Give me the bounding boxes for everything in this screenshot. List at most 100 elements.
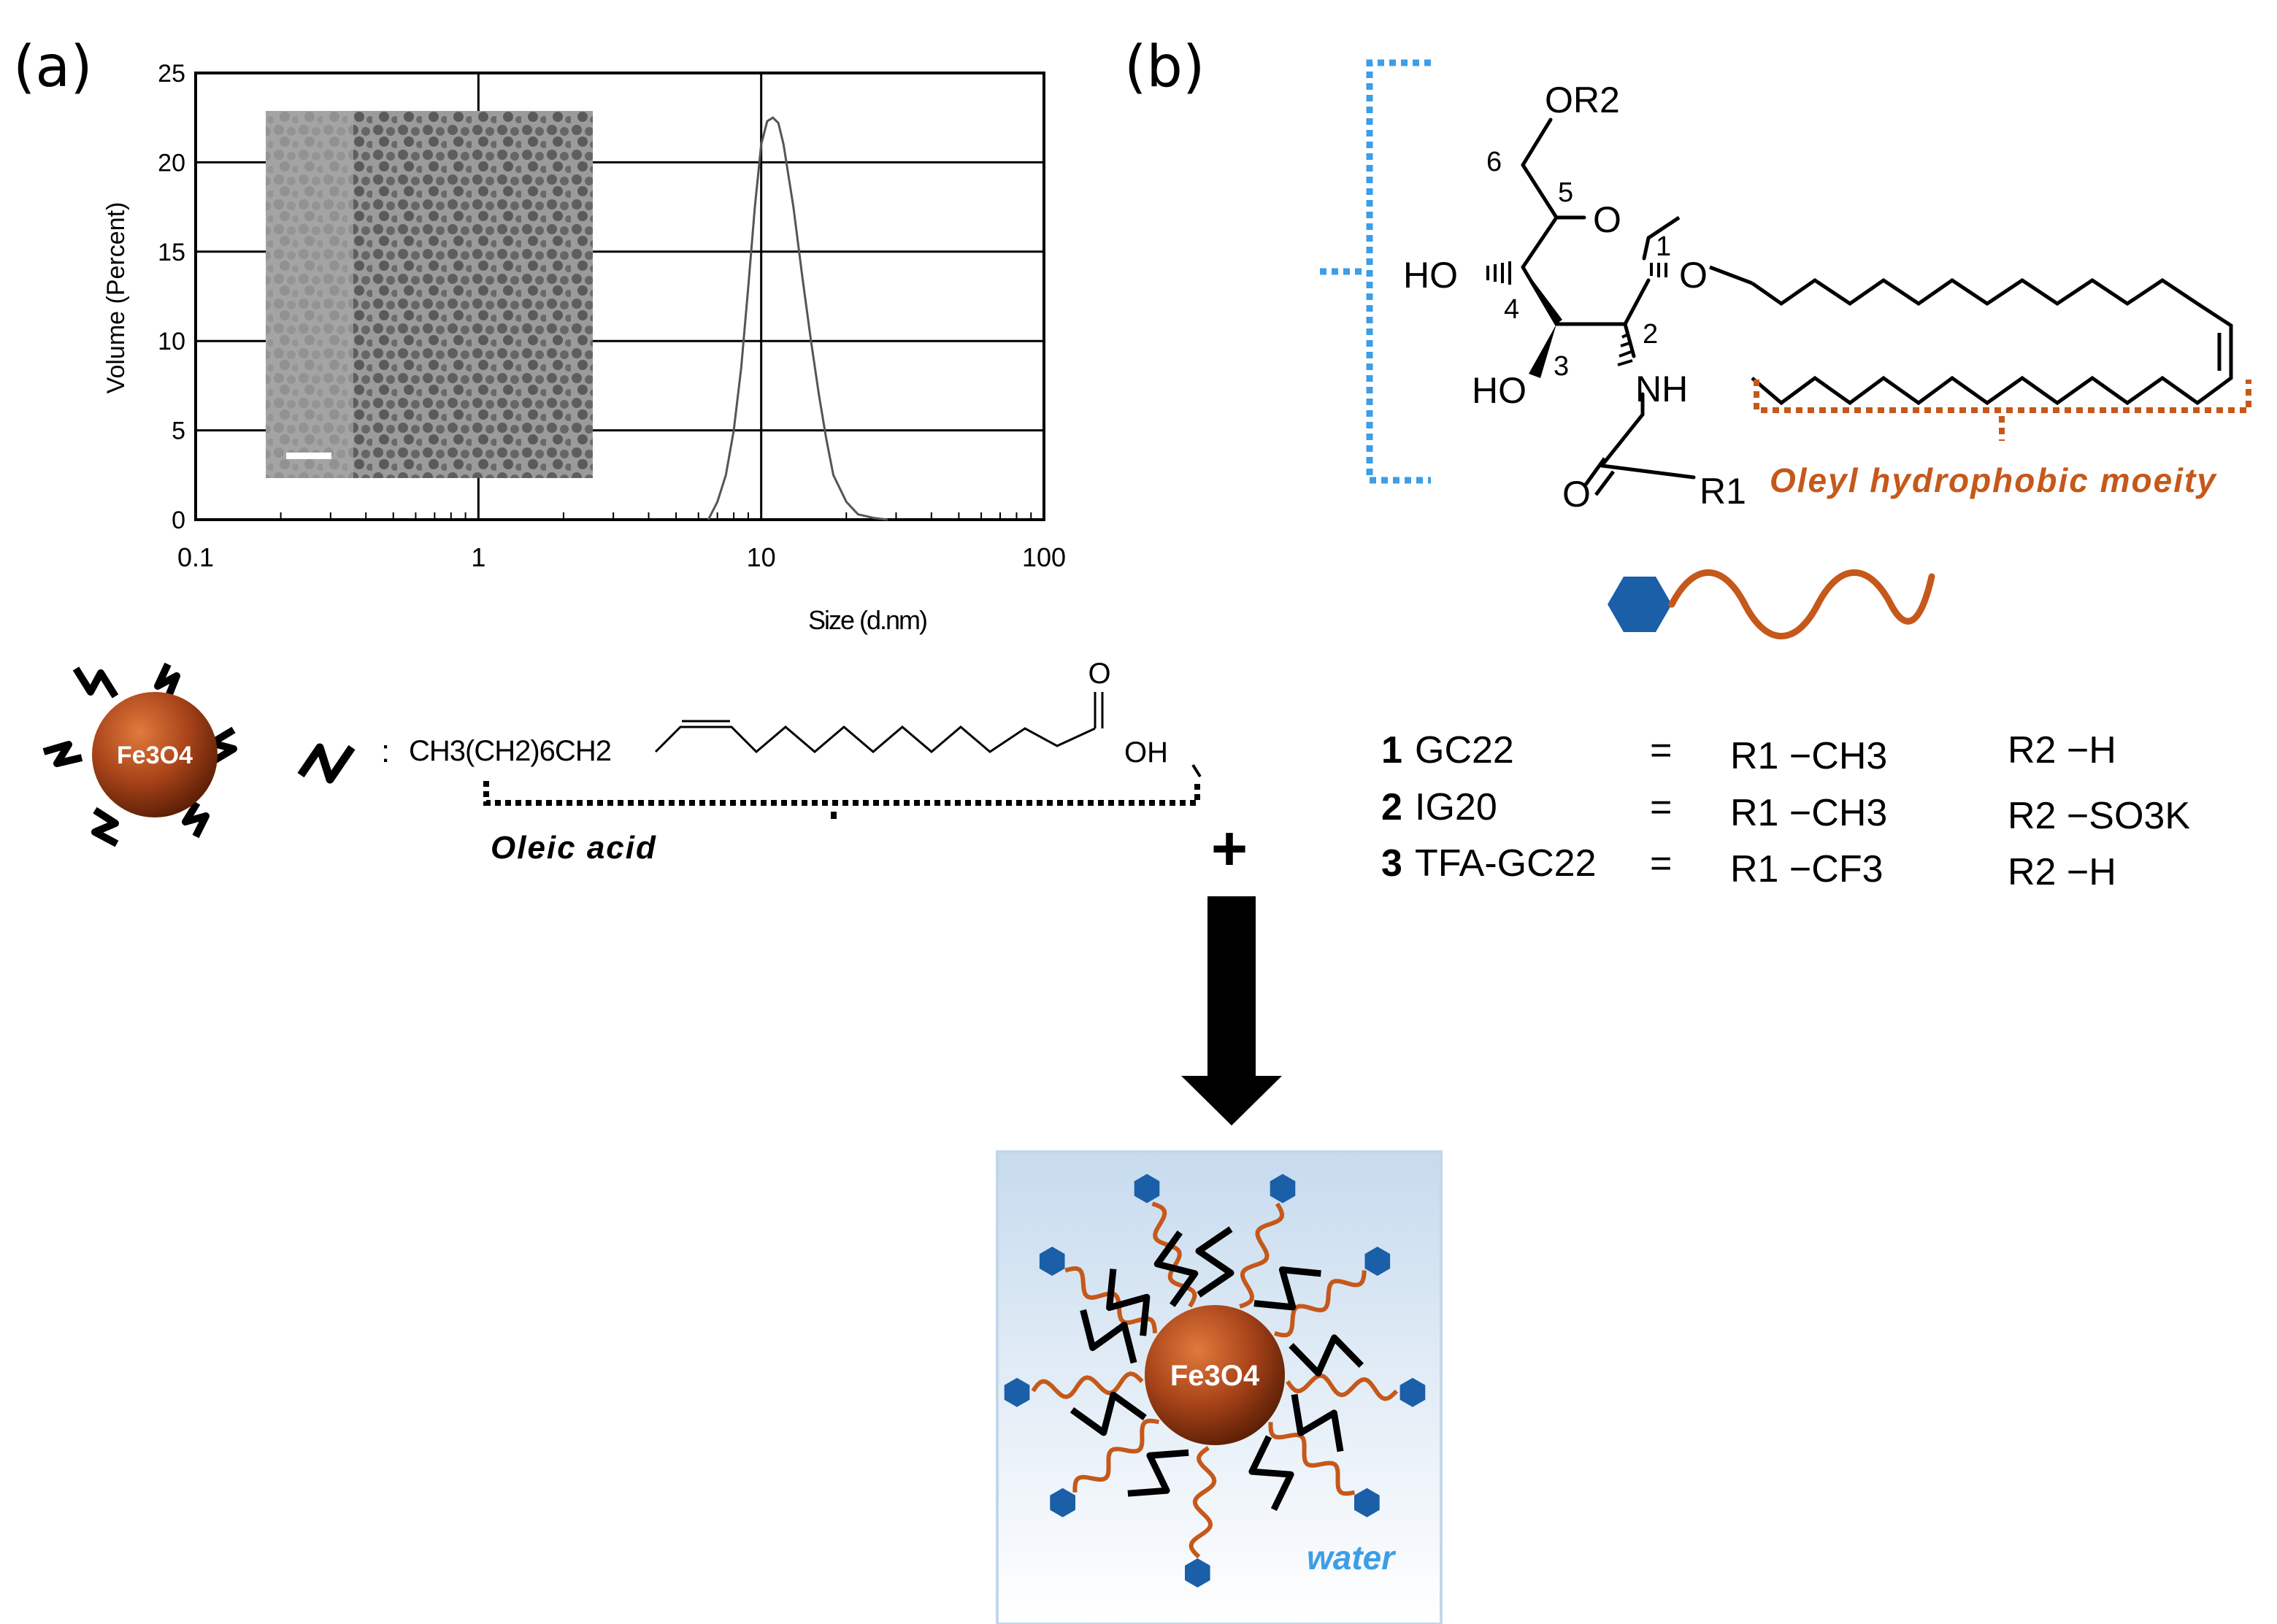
glucose-head-icon [1039, 1247, 1065, 1276]
plot-frame [194, 72, 1045, 521]
x-tick-label: 0.1 [177, 542, 214, 572]
compound-r2: R2 −H [2008, 729, 2116, 771]
oleic-chain [1070, 1391, 1147, 1436]
carbon-1: 1 [1656, 231, 1671, 262]
panel-label-a: (a) [13, 34, 93, 100]
glucose-head-icon [1399, 1377, 1426, 1407]
fe3o4-label-water: Fe3O4 [1170, 1360, 1260, 1392]
y-tick-label: 25 [158, 60, 185, 88]
compound-equals: = [1650, 786, 1672, 828]
y-tick-label: 0 [172, 507, 185, 534]
oleyl-tail [1189, 1446, 1217, 1559]
x-tick-label: 10 [747, 542, 776, 572]
oleic-carbonyl-o: O [1088, 658, 1110, 690]
plus-sign: + [1211, 814, 1248, 884]
x-tick-label: 100 [1022, 542, 1066, 572]
hydrophilic-bracket [1366, 59, 1431, 484]
oleyl-tail [1286, 1373, 1399, 1401]
glycolipid-structure: OR2 O HO HO O NH O R1 6 5 1 4 3 2 Oleyl … [1320, 59, 2251, 515]
nh-label: NH [1635, 369, 1688, 409]
compound-r1: R1 −CH3 [1730, 792, 1887, 834]
glucose-head-icon [1270, 1174, 1296, 1204]
legend-colon: : [381, 734, 390, 769]
or2-label: OR2 [1545, 80, 1620, 120]
oleic-chain [1248, 1435, 1294, 1512]
oleic-capped-nanoparticle: Fe3O4 [42, 662, 237, 847]
fe3o4-core-water [1145, 1305, 1285, 1445]
reaction-arrow [1181, 896, 1282, 1125]
ho-c3-label: HO [1472, 370, 1527, 411]
y-tick-label: 5 [172, 417, 185, 445]
amide-carbonyl-o: O [1562, 474, 1591, 515]
oleic-chain [1253, 1266, 1321, 1311]
oleyl-bracket [1754, 380, 2251, 413]
oleyl-tail [1031, 1371, 1144, 1399]
compound-number: 2 [1381, 786, 1402, 828]
glycosidic-oxygen: O [1679, 255, 1708, 296]
compound-row: 3 TFA-GC22 = R1 −CF3 R2 −H [1381, 842, 2116, 893]
oleic-chain [1106, 1269, 1151, 1336]
ho-c4-label: HO [1403, 255, 1458, 296]
oleic-oh: OH [1124, 736, 1168, 769]
r1-label: R1 [1700, 471, 1746, 512]
glucose-head-icon [1134, 1174, 1160, 1204]
x-tick-label: 1 [471, 542, 485, 572]
glucose-head-icon [1364, 1247, 1391, 1276]
oleic-acid-label: Oleic acid [491, 830, 657, 866]
oleyl-tail [1239, 1202, 1285, 1309]
x-axis-label: Size (d.nm) [808, 605, 926, 635]
compound-number: 1 [1381, 729, 1402, 771]
ligand-squiggle-icon [297, 743, 356, 784]
oleic-chain [1127, 1449, 1189, 1497]
oleyl-tail [1072, 1418, 1159, 1493]
y-axis-label: Volume (Percent) [102, 202, 130, 394]
oleic-chain [1080, 1309, 1137, 1364]
fe3o4-label: Fe3O4 [117, 742, 193, 769]
fe3o4-core [92, 692, 218, 817]
compound-number: 3 [1381, 842, 1402, 885]
oleic-formula-left: CH3(CH2)6CH2 [409, 735, 611, 767]
compound-name: IG20 [1415, 786, 1497, 828]
carbon-4: 4 [1504, 294, 1519, 325]
oleic-chain [1153, 1230, 1199, 1307]
compound-name: TFA-GC22 [1415, 842, 1597, 885]
glucose-head-icon [1185, 1558, 1210, 1588]
oleic-chain [1291, 1393, 1344, 1452]
compound-equals: = [1650, 729, 1672, 771]
water-label: water [1307, 1539, 1396, 1577]
compound-equals: = [1650, 842, 1672, 885]
compound-r1: R1 −CF3 [1730, 848, 1884, 890]
oleyl-tail [1268, 1422, 1356, 1496]
oleic-chain [1195, 1226, 1235, 1298]
glucose-head-icon [1004, 1377, 1030, 1407]
carbon-2: 2 [1643, 319, 1658, 350]
carbon-3: 3 [1554, 351, 1569, 382]
y-tick-label: 15 [158, 239, 185, 266]
carbon-6: 6 [1486, 147, 1502, 177]
oleic-chain [1289, 1334, 1364, 1377]
glucose-head-icon [1354, 1488, 1380, 1517]
scale-bar [286, 453, 331, 459]
y-tick-label: 20 [158, 149, 185, 177]
glucose-head-icon [1050, 1488, 1075, 1517]
oleic-bracket [483, 781, 1200, 806]
carbon-5: 5 [1558, 177, 1573, 208]
size-distribution-chart: 0 5 10 15 20 25 0.1 1 10 100 Volume (Percent) Si… [102, 60, 1066, 635]
y-tick-label: 10 [158, 328, 185, 355]
compound-r2: R2 −SO3K [2008, 795, 2190, 837]
oleyl-moiety-label: Oleyl hydrophobic moeity [1770, 461, 2217, 499]
compound-name: GC22 [1415, 729, 1514, 771]
ligand-shell [1004, 1174, 1426, 1588]
ring-oxygen: O [1593, 199, 1621, 240]
volume-distribution-line [707, 116, 888, 521]
water-dispersed-nanoparticle: Fe3O4 water [996, 1150, 1443, 1624]
x-tick-labels: 0.1 1 10 100 [177, 542, 1066, 572]
oleyl-tail [1274, 1270, 1367, 1338]
y-tick-labels: 0 5 10 15 20 25 [158, 60, 185, 534]
compound-r2: R2 −H [2008, 851, 2116, 893]
panel-label-b: (b) [1124, 34, 1205, 100]
glycolipid-icon [1608, 569, 1935, 639]
oleic-acid-structure: CH3(CH2)6CH2 O OH Oleic acid [409, 658, 1202, 866]
